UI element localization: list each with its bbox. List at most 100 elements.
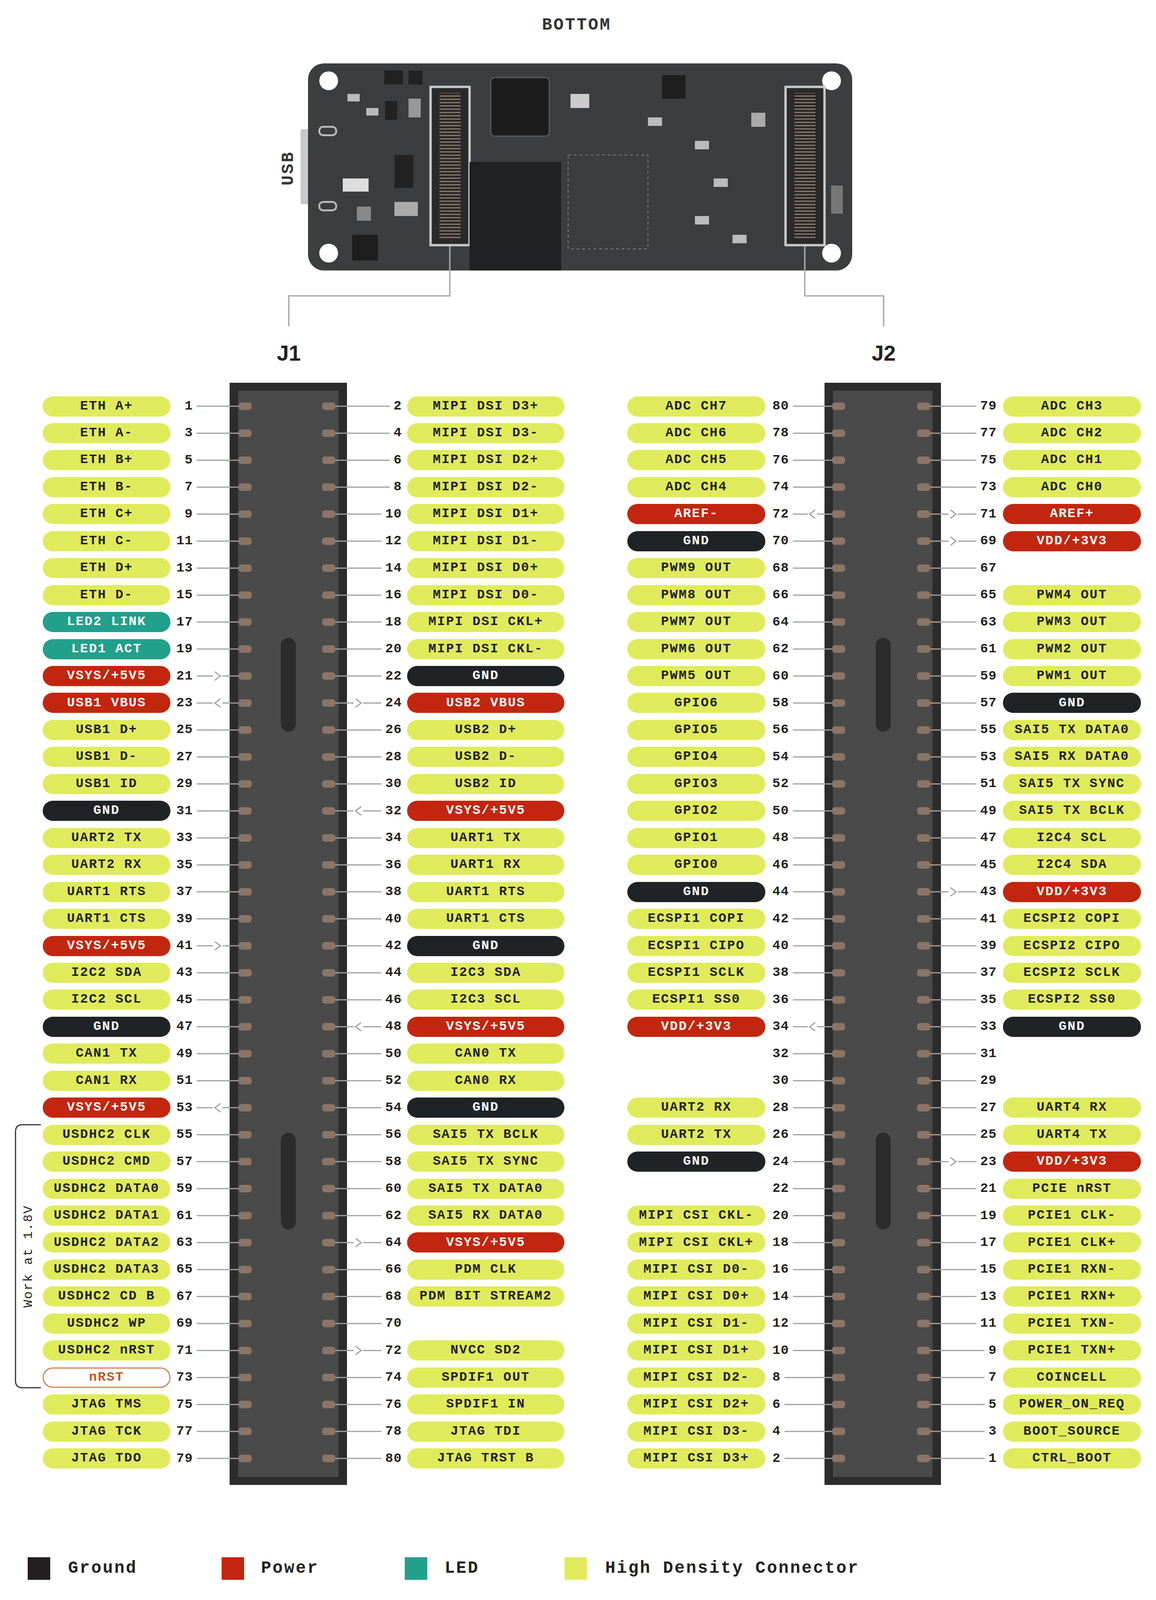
pin-name: JTAG TCK	[71, 1424, 142, 1439]
pin-name: USB1 D-	[75, 749, 138, 764]
pin-number: 20	[385, 641, 402, 657]
leader-line	[930, 1241, 977, 1244]
pin-name: SAI5 TX BCLK	[432, 1127, 540, 1142]
pin-name: GND	[93, 803, 120, 818]
pin-pad	[832, 1157, 846, 1166]
pin-pill: GPIO5	[627, 719, 766, 740]
pin-pad	[917, 429, 931, 437]
pin-name: CAN1 RX	[75, 1073, 138, 1088]
leader-line	[335, 1376, 382, 1379]
leader-line	[335, 891, 382, 893]
pin-pad	[322, 537, 336, 545]
leader-line	[930, 971, 977, 974]
pin-number: 4	[393, 425, 402, 441]
pin-name: USB1 ID	[75, 776, 138, 792]
pin-number: 75	[979, 452, 997, 468]
pin-pill: GND	[407, 935, 565, 956]
leader-line	[793, 702, 833, 704]
pin-pad	[238, 968, 252, 977]
pin-pad	[917, 915, 931, 923]
pin-pad	[322, 968, 336, 977]
pin-name: CAN0 RX	[454, 1073, 517, 1088]
pin-name: VSYS/+5V5	[446, 1019, 526, 1034]
leader-line	[793, 1349, 833, 1352]
pin-pill: ETH C-	[42, 531, 171, 552]
pin-pill: MIPI DSI D2+	[407, 449, 565, 471]
leader-line	[930, 1214, 977, 1217]
pin-number: 55	[979, 722, 997, 738]
pin-number: 38	[385, 884, 402, 900]
pin-pad	[832, 941, 846, 950]
pin-name: UART4 RX	[1036, 1100, 1108, 1115]
pin-pill: GND	[627, 531, 766, 552]
pin-number: 6	[393, 452, 402, 468]
pin-number: 16	[385, 587, 402, 603]
pin-number: 47	[979, 830, 997, 846]
leader-line	[793, 1106, 833, 1109]
pin-number: 8	[393, 479, 402, 495]
pin-number: 13	[176, 560, 193, 576]
pin-pill: PWM3 OUT	[1002, 611, 1141, 632]
pin-pill: GND	[407, 665, 565, 686]
pin-name: JTAG TMS	[71, 1396, 142, 1412]
leader-line	[335, 1322, 382, 1325]
pin-name: ADC CH2	[1040, 425, 1103, 441]
pin-pill: AREF+	[1002, 503, 1141, 525]
pin-pill: MIPI CSI D3+	[627, 1448, 766, 1469]
pin-pad	[832, 753, 846, 761]
pin-pill: SAI5 TX DATA0	[407, 1178, 565, 1199]
leader-line	[784, 1430, 833, 1433]
pin-pill: ECSPI2 SS0	[1002, 989, 1141, 1010]
pin-number: 1	[184, 399, 193, 414]
pin-name: VSYS/+5V5	[446, 1235, 526, 1250]
pin-pill: SAI5 TX BCLK	[1002, 800, 1141, 821]
pin-name: ADC CH0	[1040, 479, 1103, 495]
pin-pill: SAI5 RX DATA0	[407, 1205, 565, 1226]
pin-number: 78	[385, 1424, 402, 1439]
pin-name: ETH B-	[80, 479, 134, 495]
pin-pad	[832, 1211, 846, 1220]
pin-pad	[238, 1130, 252, 1139]
pin-number: 7	[988, 1370, 997, 1385]
pin-pad	[238, 995, 252, 1004]
pin-pill: VDD/+3V3	[1002, 1151, 1141, 1172]
leader-line	[793, 945, 833, 947]
pin-name: PWM3 OUT	[1036, 614, 1108, 630]
pin-pad	[238, 645, 252, 653]
leader-line	[930, 999, 977, 1001]
pin-pill: USDHC2 DATA0	[42, 1178, 171, 1199]
pin-pill: SPDIF1 OUT	[407, 1367, 565, 1388]
legend-swatch	[221, 1556, 245, 1580]
pin-pad	[238, 1346, 252, 1355]
pin-pad	[322, 483, 336, 491]
leader-line	[793, 648, 833, 650]
pin-pad	[832, 591, 846, 599]
pin-pad	[832, 456, 846, 464]
pin-name: CAN0 TX	[454, 1046, 517, 1061]
pin-pad	[917, 1022, 931, 1031]
leader-line	[335, 945, 382, 947]
pin-pad	[322, 887, 336, 896]
pin-pill: PWM1 OUT	[1002, 665, 1141, 686]
pin-pad	[832, 1319, 846, 1327]
pin-pill: VSYS/+5V5	[42, 665, 171, 686]
pin-name: SPDIF1 OUT	[441, 1370, 530, 1385]
pin-name: MIPI CSI D0-	[643, 1262, 750, 1277]
pin-pill: ECSPI1 SS0	[627, 989, 766, 1010]
leader-line	[196, 1376, 239, 1379]
pin-number: 38	[772, 965, 790, 980]
connector-inner	[832, 390, 933, 1477]
pin-pill: USB2 D-	[407, 746, 565, 767]
pin-number: 44	[772, 884, 790, 900]
pin-number: 52	[772, 776, 790, 792]
pin-name: ECSPI1 SCLK	[647, 965, 746, 980]
pin-name: ETH D-	[80, 587, 134, 603]
pin-pad	[238, 699, 252, 707]
pin-number: 50	[385, 1046, 402, 1061]
pin-name: PWM5 OUT	[661, 668, 732, 684]
leader-line	[930, 486, 977, 488]
pin-name: ADC CH7	[665, 399, 728, 414]
pin-pad	[917, 1346, 931, 1355]
pin-pad	[322, 779, 336, 788]
